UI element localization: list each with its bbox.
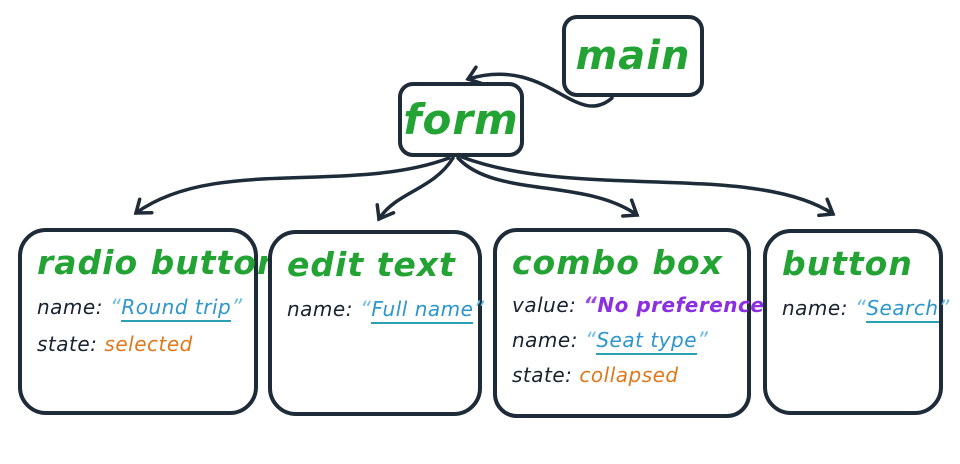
edge-form-to-radio-button [133, 156, 451, 215]
button-name-row: name:“Search” [782, 295, 949, 323]
prop-key: name: [37, 294, 103, 319]
open-quote: “ [854, 295, 867, 320]
open-quote: “ [584, 327, 597, 352]
node-form: form [398, 82, 524, 157]
combo-box-title: combo box [512, 243, 723, 282]
prop-key: name: [782, 295, 848, 320]
prop-value: Seat type [596, 327, 697, 355]
edit-text-title: edit text [287, 245, 456, 284]
combo-box-state-row: state:collapsed [512, 363, 732, 387]
edge-form-to-combo-box [456, 156, 640, 218]
open-quote: “ [583, 292, 598, 317]
node-edit-text: edit text name:“Full name” [268, 230, 484, 416]
radio-button-name-row: name:“Round trip” [37, 294, 243, 322]
prop-key: state: [37, 331, 98, 356]
node-radio-button: radio button name:“Round trip” state:sel… [18, 228, 282, 415]
radio-button-state-row: state:selected [37, 332, 239, 356]
prop-value: selected [104, 331, 193, 356]
node-form-label: form [403, 95, 519, 144]
close-quote: ” [697, 327, 709, 352]
prop-key: name: [287, 296, 353, 321]
close-quote: ” [473, 296, 485, 321]
prop-key: name: [512, 327, 578, 352]
prop-value: No preference [597, 292, 765, 317]
edge-form-to-edit-text [375, 156, 455, 222]
open-quote: “ [109, 294, 122, 319]
edge-form-to-button [460, 155, 836, 218]
prop-key: value: [512, 292, 577, 317]
prop-value: collapsed [579, 362, 679, 387]
edit-text-name-row: name:“Full name” [287, 296, 484, 324]
prop-value: Full name [371, 296, 474, 324]
edge-main-to-form [465, 65, 614, 108]
button-title: button [782, 244, 913, 283]
combo-box-value-row: value:“No preference” [512, 292, 778, 317]
open-quote: “ [359, 296, 372, 321]
node-button: button name:“Search” [763, 229, 949, 415]
node-main: main [562, 15, 704, 97]
close-quote: ” [938, 295, 950, 320]
close-quote: ” [231, 294, 243, 319]
prop-value: Search [866, 295, 939, 323]
radio-button-title: radio button [37, 243, 282, 282]
node-main-label: main [575, 33, 691, 79]
prop-key: state: [512, 362, 573, 387]
combo-box-name-row: name:“Seat type” [512, 327, 732, 355]
prop-value: Round trip [121, 294, 232, 322]
node-combo-box: combo box value:“No preference” name:“Se… [493, 228, 778, 418]
